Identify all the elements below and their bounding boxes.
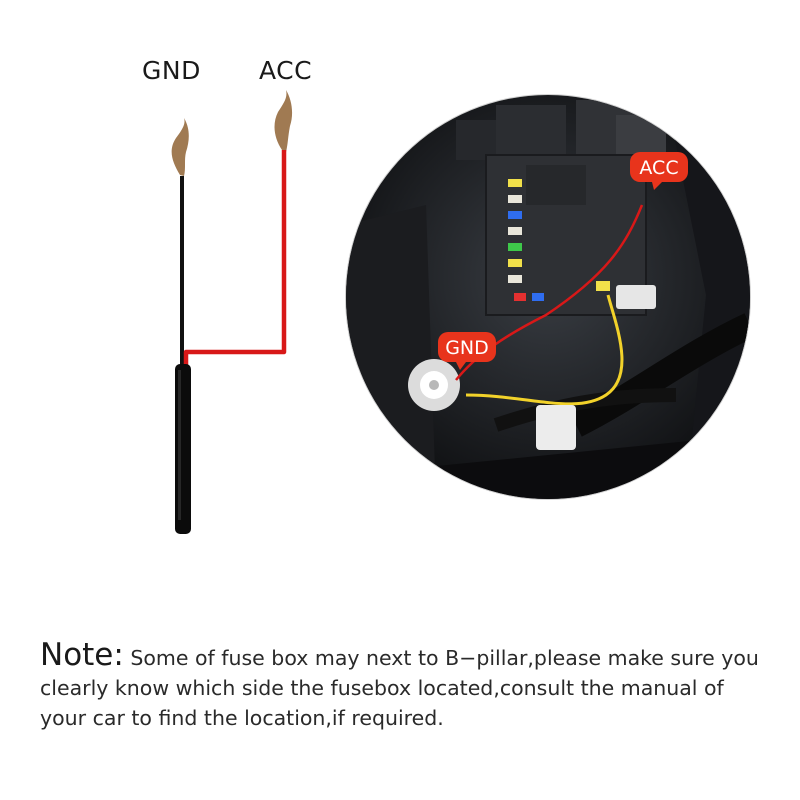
callout-bubble-icon xyxy=(630,152,688,190)
acc-copper-tip xyxy=(274,90,293,152)
gnd-callout-label: GND xyxy=(445,337,489,359)
gnd-wire-label: GND xyxy=(142,56,201,85)
installation-note: Note: Some of fuse box may next to B−pil… xyxy=(40,640,770,733)
note-text: Some of fuse box may next to B−pillar,pl… xyxy=(40,646,759,730)
main-cable xyxy=(175,364,191,534)
gnd-callout: GND xyxy=(436,330,498,370)
gnd-copper-tip xyxy=(171,118,189,176)
acc-wire xyxy=(183,150,287,372)
wire-diagram-icon xyxy=(171,90,293,534)
callout-bubble-icon xyxy=(438,332,496,370)
fuse-column xyxy=(508,179,610,301)
acc-callout: ACC xyxy=(628,150,690,190)
acc-callout-label: ACC xyxy=(639,157,679,179)
acc-wire-label: ACC xyxy=(259,56,313,85)
note-label: Note: xyxy=(40,637,124,673)
